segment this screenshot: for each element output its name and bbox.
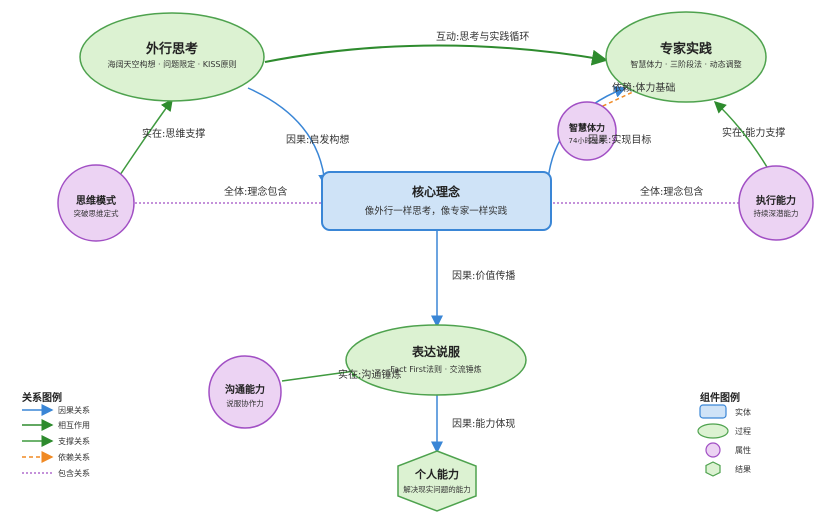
legend-shape-attribute bbox=[705, 442, 721, 458]
edge-label-hudong: 互动:思考与实践循环 bbox=[436, 32, 530, 43]
node-hexin-sub: 像外行一样思考，像专家一样实践 bbox=[364, 206, 508, 217]
node-siwei-title: 思维模式 bbox=[76, 196, 116, 207]
node-hexin-title: 核心理念 bbox=[411, 185, 460, 199]
node-geren-sub: 解决现实问题的能力 bbox=[403, 485, 471, 494]
node-biaoda-sub: Fact First法则 · 交流锤炼 bbox=[390, 365, 482, 374]
node-zhihui-sub: 74小时思考 bbox=[568, 137, 606, 145]
legend-relations-title: 关系图例 bbox=[22, 393, 62, 404]
legend-shape-result bbox=[705, 461, 721, 477]
node-zhuanjia-shape[interactable] bbox=[605, 11, 767, 103]
node-goutong-sub: 说服协作力 bbox=[226, 399, 264, 408]
legend-component-item: 结果 bbox=[735, 465, 751, 474]
node-waixing-shape[interactable] bbox=[79, 12, 265, 102]
node-zhixing-sub: 持续深潜能力 bbox=[753, 209, 799, 218]
edge-label-yilai: 依赖:体力基础 bbox=[612, 83, 676, 94]
legend-component-item: 过程 bbox=[735, 427, 751, 436]
edge-label-baohan-right: 全体:理念包含 bbox=[640, 187, 704, 198]
edge-label-qifa: 因果:启发构想 bbox=[286, 135, 350, 146]
edge-label-siwei-support: 实在:思维支撑 bbox=[142, 129, 206, 140]
edge-support-zhixing-zhuanjia bbox=[713, 100, 771, 173]
edge-causal-waixing-hexin bbox=[247, 87, 331, 187]
node-zhuanjia-title: 专家实践 bbox=[659, 42, 712, 57]
node-siwei-sub: 突破思维定式 bbox=[73, 209, 119, 218]
node-zhihui-shape[interactable] bbox=[557, 101, 617, 161]
legend-component-item: 实体 bbox=[735, 408, 751, 417]
edge-support-siwei-waixing bbox=[117, 98, 173, 179]
node-waixing-sub: 海阔天空构想 · 问题限定 · KISS原则 bbox=[107, 60, 237, 69]
edge-label-goutong-support: 实在:沟通锤炼 bbox=[338, 370, 402, 381]
node-biaoda-shape[interactable] bbox=[345, 324, 527, 396]
edge-label-baohan-left: 全体:理念包含 bbox=[224, 187, 288, 198]
legend-components-title: 组件图例 bbox=[700, 393, 740, 404]
node-goutong-shape[interactable] bbox=[208, 355, 282, 429]
node-siwei-shape[interactable] bbox=[57, 164, 135, 242]
node-waixing-title: 外行思考 bbox=[145, 42, 198, 57]
legend-relation-item: 因果关系 bbox=[58, 406, 90, 415]
legend-relation-item: 支撑关系 bbox=[58, 437, 90, 446]
node-geren-shape[interactable] bbox=[397, 450, 477, 512]
node-zhihui-title: 智慧体力 bbox=[568, 124, 605, 134]
node-goutong-title: 沟通能力 bbox=[225, 385, 265, 396]
legend-component-item: 属性 bbox=[735, 446, 751, 455]
legend-shape-entity bbox=[699, 404, 727, 419]
edge-interact-waixing-zhuanjia bbox=[264, 44, 608, 66]
edge-label-nengli-support: 实在:能力支撑 bbox=[722, 128, 786, 139]
legend-relation-item: 相互作用 bbox=[58, 421, 90, 430]
node-hexin-shape[interactable] bbox=[321, 171, 552, 231]
node-zhuanjia-sub: 智慧体力 · 三阶段法 · 动态调整 bbox=[630, 60, 742, 69]
edge-label-jiazhi: 因果:价值传播 bbox=[452, 271, 516, 282]
node-biaoda-title: 表达说服 bbox=[411, 345, 460, 359]
node-geren-title: 个人能力 bbox=[415, 468, 459, 481]
edge-support-goutong-biaoda bbox=[281, 365, 364, 382]
legend-relation-item: 依赖关系 bbox=[58, 453, 90, 462]
edge-label-shixian: 因果:实现目标 bbox=[588, 135, 652, 146]
legend-shape-process bbox=[697, 423, 729, 439]
node-zhixing-title: 执行能力 bbox=[756, 196, 796, 207]
edge-label-tixian: 因果:能力体现 bbox=[452, 419, 516, 430]
legend-relation-item: 包含关系 bbox=[58, 469, 90, 478]
node-zhixing-shape[interactable] bbox=[738, 165, 814, 241]
